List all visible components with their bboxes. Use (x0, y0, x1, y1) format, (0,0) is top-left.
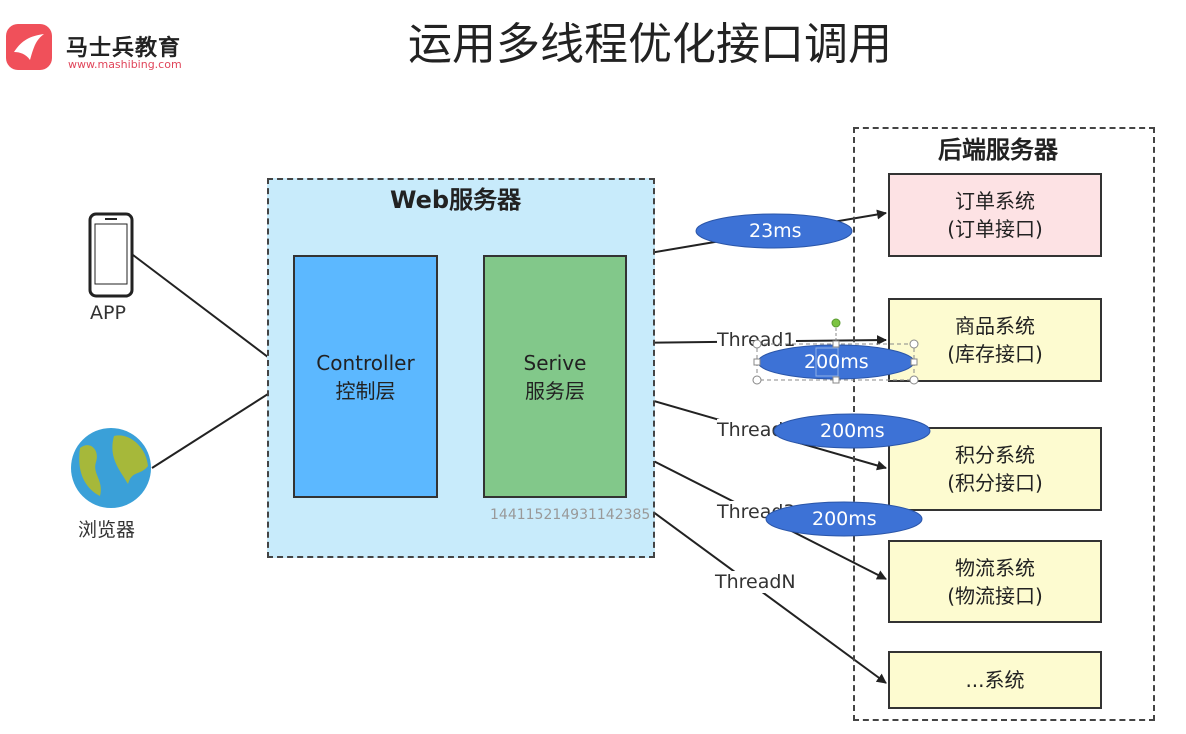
logo-name: 马士兵教育 (66, 36, 182, 61)
points-system-box: 积分系统 (积分接口) (888, 427, 1102, 511)
order-system-box: 订单系统 (订单接口) (888, 173, 1102, 257)
web-server-title: Web服务器 (390, 186, 522, 214)
controller-label: Controller (316, 350, 415, 375)
timing-thread1: 200ms (804, 351, 869, 373)
system-name: 商品系统 (955, 314, 1035, 338)
watermark: 144115214931142385 (490, 507, 651, 523)
system-api: (库存接口) (947, 342, 1043, 366)
app-label: APP (90, 302, 126, 324)
service-sublabel: 服务层 (525, 378, 585, 403)
system-name: ...系统 (965, 668, 1025, 692)
controller-box: Controller 控制层 (293, 255, 438, 498)
logistics-system-box: 物流系统 (物流接口) (888, 540, 1102, 623)
thread-label: Thread2 (717, 419, 796, 441)
product-system-box: 商品系统 (库存接口) (888, 298, 1102, 382)
page-title: 运用多线程优化接口调用 (408, 19, 892, 70)
timing-thread2: 200ms (820, 420, 885, 442)
globe-icon (71, 428, 151, 508)
logo-icon (6, 24, 52, 70)
logo-url: www.mashibing.com (68, 58, 182, 71)
browser-label: 浏览器 (78, 519, 136, 541)
other-system-box: ...系统 (888, 651, 1102, 709)
timing-order: 23ms (749, 220, 802, 242)
system-name: 积分系统 (955, 443, 1035, 467)
thread-label: Thread3 (717, 501, 796, 523)
system-api: (积分接口) (947, 471, 1043, 495)
arrow-app-controller (132, 254, 294, 377)
backend-title: 后端服务器 (938, 136, 1058, 164)
phone-icon (88, 212, 134, 298)
thread-label: Thread1 (717, 329, 796, 351)
service-box: Serive 服务层 (483, 255, 627, 498)
system-api: (订单接口) (947, 217, 1043, 241)
service-label: Serive (523, 350, 587, 375)
system-name: 订单系统 (955, 189, 1035, 213)
system-api: (物流接口) (947, 583, 1043, 608)
timing-thread3: 200ms (812, 508, 877, 530)
thread-label: ThreadN (715, 571, 796, 593)
controller-sublabel: 控制层 (335, 378, 396, 403)
system-name: 物流系统 (955, 555, 1035, 580)
